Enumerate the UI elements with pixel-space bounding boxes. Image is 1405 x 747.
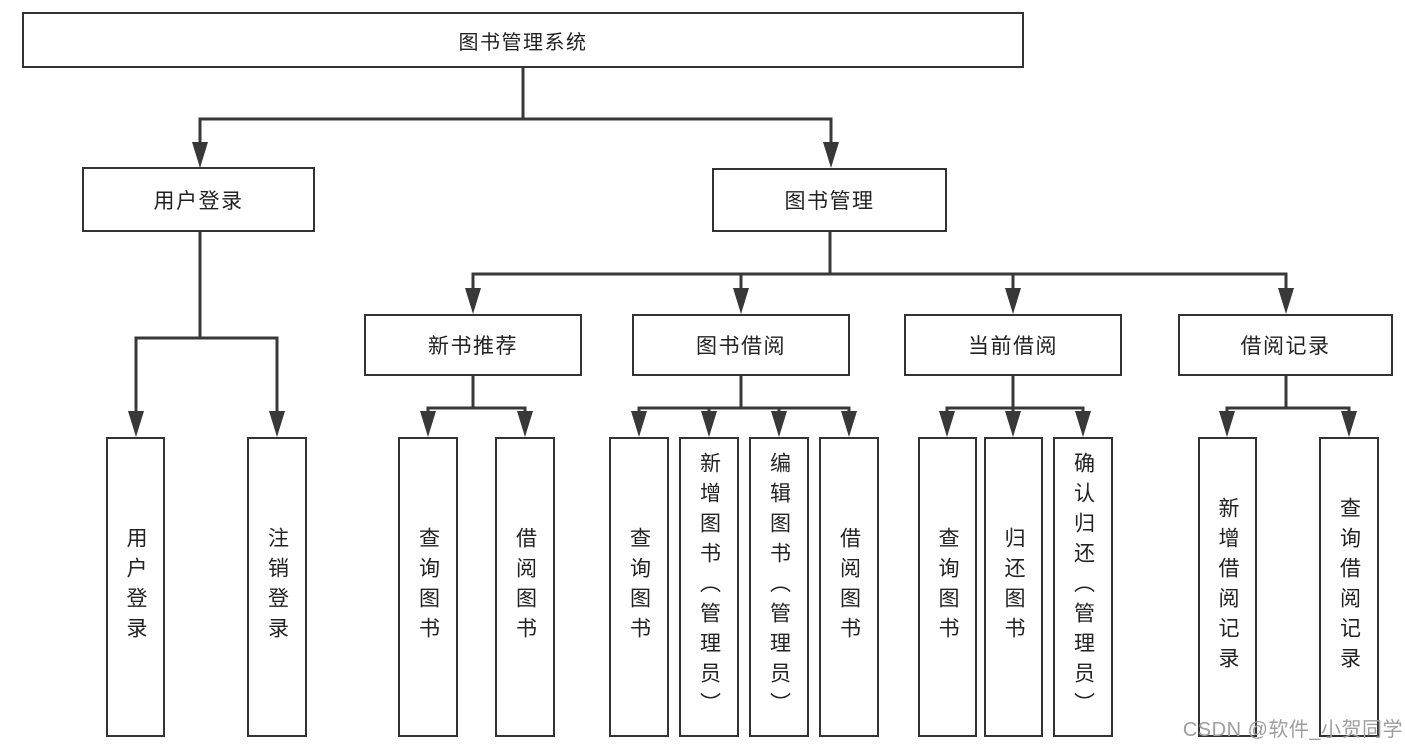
node-label: 借阅记录 — [1240, 335, 1331, 358]
node-label: 查询图书 — [936, 527, 959, 647]
arrowhead-icon — [631, 411, 647, 437]
arrowhead-icon — [1219, 411, 1235, 437]
arrowhead-icon — [823, 142, 839, 168]
node-book-management-branch: 图书管理 — [712, 168, 947, 232]
node-new-book-recommend: 新书推荐 — [364, 314, 582, 376]
arrowhead-icon — [465, 288, 481, 314]
node-user-login-branch: 用户登录 — [82, 167, 315, 232]
node-label: 新书推荐 — [428, 335, 518, 358]
leaf-query-borrow-record: 查询借阅记录 — [1319, 437, 1379, 737]
node-label: 查询借阅记录 — [1337, 497, 1361, 677]
arrowhead-icon — [771, 411, 787, 437]
node-label: 编辑图书（管理员） — [767, 452, 791, 722]
node-label: 查询图书 — [416, 527, 440, 647]
leaf-user-login: 用户登录 — [106, 437, 165, 737]
node-borrow-records: 借阅记录 — [1178, 314, 1393, 376]
leaf-add-borrow-record: 新增借阅记录 — [1198, 437, 1257, 737]
node-current-borrow: 当前借阅 — [904, 314, 1122, 376]
node-label: 新增借阅记录 — [1216, 497, 1239, 677]
node-label: 图书管理 — [784, 190, 875, 213]
arrowhead-icon — [1005, 411, 1021, 437]
arrowhead-icon — [733, 288, 749, 314]
connector-book-mgmt-to-sections — [465, 232, 1294, 314]
arrowhead-icon — [1341, 411, 1357, 437]
node-label: 归还图书 — [1002, 527, 1025, 647]
leaf-edit-book-admin: 编辑图书（管理员） — [749, 437, 809, 737]
leaf-query-books-2: 查询图书 — [609, 437, 669, 737]
node-label: 借阅图书 — [837, 527, 861, 647]
arrowhead-icon — [841, 411, 857, 437]
arrowhead-icon — [701, 411, 717, 437]
leaf-query-books-1: 查询图书 — [398, 437, 458, 737]
node-label: 用户登录 — [124, 527, 147, 647]
node-book-borrow: 图书借阅 — [632, 314, 850, 376]
arrowhead-icon — [192, 142, 208, 168]
arrowhead-icon — [1278, 288, 1294, 314]
node-label: 当前借阅 — [968, 335, 1058, 358]
arrowhead-icon — [939, 411, 955, 437]
arrowhead-icon — [1075, 411, 1091, 437]
node-label: 新增图书（管理员） — [697, 452, 721, 722]
connector-current-borrow-to-children — [939, 376, 1091, 437]
csdn-watermark: CSDN @软件_小贺同学 — [1182, 719, 1403, 741]
leaf-query-books-3: 查询图书 — [918, 437, 977, 737]
leaf-confirm-return-admin: 确认归还（管理员） — [1053, 437, 1113, 737]
node-library-management-system: 图书管理系统 — [22, 12, 1024, 68]
arrowhead-icon — [420, 411, 436, 437]
node-label: 用户登录 — [153, 189, 244, 213]
leaf-borrow-book-2: 借阅图书 — [819, 437, 879, 737]
leaf-borrow-book-1: 借阅图书 — [495, 437, 555, 737]
connector-user-login-to-children — [128, 232, 285, 437]
node-label: 确认归还（管理员） — [1071, 452, 1095, 722]
connector-new-books-to-children — [420, 376, 533, 437]
node-label: 注销登录 — [265, 527, 289, 647]
connector-root-to-branches — [192, 68, 839, 168]
connector-borrow-records-to-children — [1219, 376, 1357, 437]
leaf-logout: 注销登录 — [247, 437, 307, 737]
node-label: 查询图书 — [627, 527, 651, 647]
arrowhead-icon — [1005, 288, 1021, 314]
node-label: 借阅图书 — [513, 527, 537, 647]
arrowhead-icon — [517, 411, 533, 437]
connector-book-borrow-to-children — [631, 376, 857, 437]
leaf-return-book: 归还图书 — [984, 437, 1043, 737]
node-label: 图书借阅 — [696, 335, 786, 358]
node-label: 图书管理系统 — [458, 31, 588, 54]
arrowhead-icon — [128, 411, 144, 437]
arrowhead-icon — [269, 411, 285, 437]
leaf-add-book-admin: 新增图书（管理员） — [679, 437, 739, 737]
